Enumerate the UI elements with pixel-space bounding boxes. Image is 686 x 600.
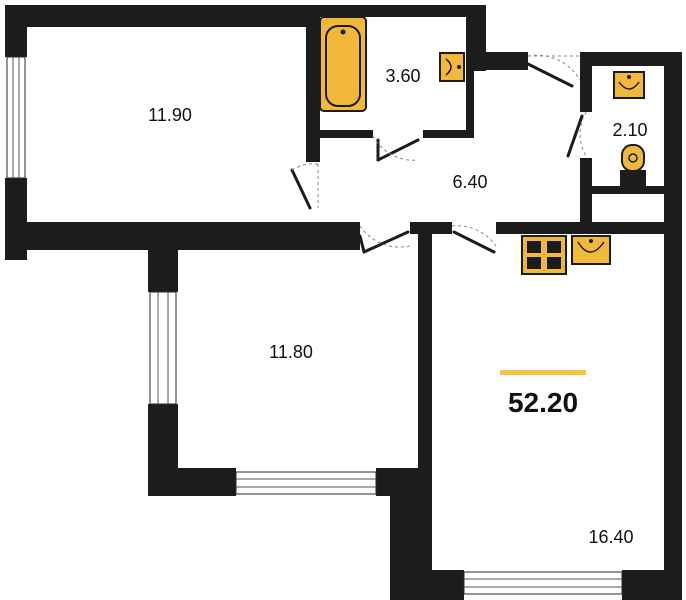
- room-label-bottom-left: 11.80: [269, 342, 313, 362]
- wall-bottom-room2-left: [148, 468, 236, 496]
- wall-right-toilet: [664, 52, 682, 600]
- wall-room1-bath-divider: [306, 5, 320, 162]
- wall-top-room1: [5, 5, 320, 27]
- door-room2: [358, 225, 411, 254]
- window-room2-bottom: [235, 471, 377, 495]
- windows: [6, 56, 623, 595]
- doors: [290, 54, 587, 254]
- total-area-label: 52.20: [508, 387, 578, 418]
- bathtub-icon: [319, 16, 367, 112]
- wall-bottom-toilet: [580, 186, 678, 194]
- wall-top-hall: [514, 52, 528, 70]
- bathroom-sink-icon: [439, 52, 465, 82]
- wall-bottom-bathroom-left: [306, 130, 373, 138]
- fixtures: [319, 16, 646, 275]
- wall-room2-kitchen-divider: [418, 230, 432, 470]
- door-room1: [290, 163, 319, 210]
- window-room1-left: [6, 56, 26, 179]
- wall-bottom-hall-left: [306, 222, 360, 234]
- room-label-kitchen-living: 16.40: [588, 527, 633, 547]
- wall-bottom-room1: [5, 222, 360, 250]
- walls: [5, 5, 682, 600]
- room-labels: 11.90 3.60 6.40 2.10 11.80 16.40: [148, 66, 647, 547]
- wall-top-toilet-area: [580, 52, 682, 66]
- wall-bath-notch: [466, 52, 526, 70]
- door-toilet: [566, 111, 587, 158]
- total-area-accent-bar: [500, 370, 586, 375]
- room-label-top-left: 11.90: [148, 105, 192, 125]
- room-label-toilet: 2.10: [612, 120, 647, 140]
- wall-left-room1-upper: [5, 5, 27, 57]
- wall-top-bathroom: [306, 5, 486, 17]
- window-kitchen-bottom: [463, 571, 623, 595]
- door-kitchen: [451, 225, 497, 254]
- wall-left-room2-upper: [148, 230, 178, 292]
- toilet-bowl-icon: [620, 144, 646, 186]
- door-bathroom: [372, 135, 420, 162]
- stove-icon: [521, 235, 567, 275]
- wall-bath-right-lower: [466, 52, 474, 138]
- door-entrance: [526, 54, 581, 88]
- wall-bottom-bathroom-right: [423, 130, 474, 138]
- wall-hall-right-upper: [580, 52, 592, 112]
- room-label-bathroom: 3.60: [385, 66, 420, 86]
- window-room2-left: [149, 291, 177, 405]
- wall-bottom-kitchen-right: [622, 570, 682, 600]
- room-label-hallway: 6.40: [452, 172, 487, 192]
- kitchen-sink-icon: [571, 235, 611, 265]
- toilet-sink-icon: [613, 71, 645, 99]
- wall-bottom-hall-right: [496, 222, 682, 234]
- wall-bottom-kitchen-left: [390, 570, 464, 600]
